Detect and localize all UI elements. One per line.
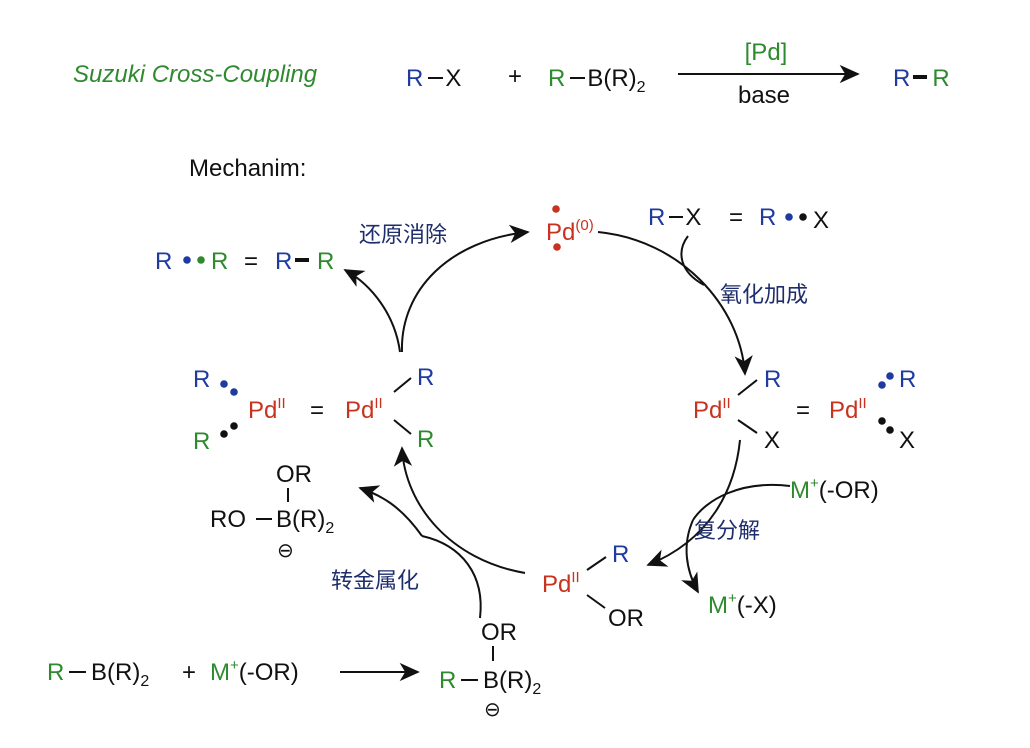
svg-text:RO: RO — [210, 506, 246, 533]
svg-text:=: = — [244, 248, 258, 275]
metal-halide: M+(-X) — [708, 590, 777, 619]
label-transmetalation: 转金属化 — [331, 569, 419, 594]
arrow-rx-in — [680, 235, 705, 286]
arrow-to-product — [343, 269, 401, 353]
svg-text:B(R)2: B(R)2 — [91, 659, 149, 690]
metal-alkoxide: M+(-OR) — [790, 475, 879, 504]
svg-text:=: = — [729, 204, 743, 231]
arc-transmetalation — [393, 446, 526, 574]
svg-text:M+(-OR): M+(-OR) — [210, 657, 299, 686]
svg-text:=: = — [310, 397, 324, 424]
svg-text:OR: OR — [608, 605, 644, 632]
svg-text:R: R — [417, 364, 434, 391]
svg-text:Pd(0): Pd(0) — [546, 217, 594, 246]
svg-text:X: X — [899, 427, 915, 454]
svg-text:R: R — [275, 248, 292, 275]
svg-text:X: X — [764, 427, 780, 454]
label-metathesis: 复分解 — [694, 519, 760, 544]
svg-text:B(R)2: B(R)2 — [276, 506, 334, 537]
svg-text:+: + — [182, 659, 196, 686]
arrow-borate-in — [421, 535, 482, 619]
boronate-formation-equation: R B(R)2 + M+(-OR) — [47, 657, 299, 690]
svg-text:⊖: ⊖ — [277, 540, 294, 562]
svg-text:R: R — [764, 366, 781, 393]
arc-reductive-elimination — [400, 224, 530, 353]
cycle-arrows — [340, 224, 791, 682]
pd0-dot-top — [552, 205, 560, 213]
svg-text:R: R — [899, 366, 916, 393]
svg-text:PdII: PdII — [693, 395, 731, 424]
svg-text:PdII: PdII — [345, 395, 383, 424]
svg-text:R: R — [193, 428, 210, 455]
svg-text:R: R — [439, 667, 456, 694]
svg-text:OR: OR — [276, 461, 312, 488]
svg-text:PdII: PdII — [829, 395, 867, 424]
reaction-title: Suzuki Cross-Coupling — [73, 61, 318, 88]
arrow-borate-out — [358, 485, 423, 537]
svg-text:B(R)2: B(R)2 — [483, 667, 541, 698]
svg-text:R: R — [417, 426, 434, 453]
svg-text:⊖: ⊖ — [484, 699, 501, 721]
svg-text:=: = — [796, 397, 810, 424]
borate-byproduct: OR RO B(R)2 ⊖ — [210, 461, 334, 562]
base-label: base — [738, 82, 790, 109]
catalyst-label: [Pd] — [745, 39, 788, 66]
arc-oxidative-addition — [597, 231, 753, 376]
svg-text:X: X — [813, 207, 829, 234]
svg-text:OR: OR — [481, 619, 517, 646]
svg-text:RX: RX — [648, 204, 701, 231]
biaryl-electron-notation: R R = R R — [155, 248, 334, 275]
activated-boronate: OR R B(R)2 ⊖ — [439, 619, 541, 721]
label-reductive-elimination: 还原消除 — [359, 223, 447, 248]
svg-text:R: R — [317, 248, 334, 275]
pd0-species: Pd(0) — [546, 205, 594, 251]
svg-text:PdII: PdII — [542, 569, 580, 598]
arc-to-metathesis — [646, 439, 741, 567]
mechanism-heading: Mechanim: — [189, 155, 306, 182]
pd2-aryl-halide-complex: PdII R X = PdII R X — [693, 366, 916, 454]
pd2-diaryl-complex: R R PdII = PdII R R — [193, 364, 434, 455]
pd0-dot-bottom — [553, 243, 561, 251]
svg-text:R: R — [47, 659, 64, 686]
svg-text:PdII: PdII — [248, 395, 286, 424]
plus-sign: + — [508, 63, 522, 90]
label-oxidative-addition: 氧化加成 — [720, 283, 808, 308]
arrow-mor-in — [692, 483, 791, 521]
svg-text:R: R — [211, 248, 228, 275]
svg-text:R: R — [612, 541, 629, 568]
svg-text:R: R — [759, 204, 776, 231]
bond-r-r-product — [913, 75, 927, 79]
pd2-aryl-alkoxide-complex: PdII R OR — [542, 541, 644, 632]
svg-text:R: R — [193, 366, 210, 393]
svg-text:R: R — [155, 248, 172, 275]
arrow-mx-out — [681, 519, 699, 594]
